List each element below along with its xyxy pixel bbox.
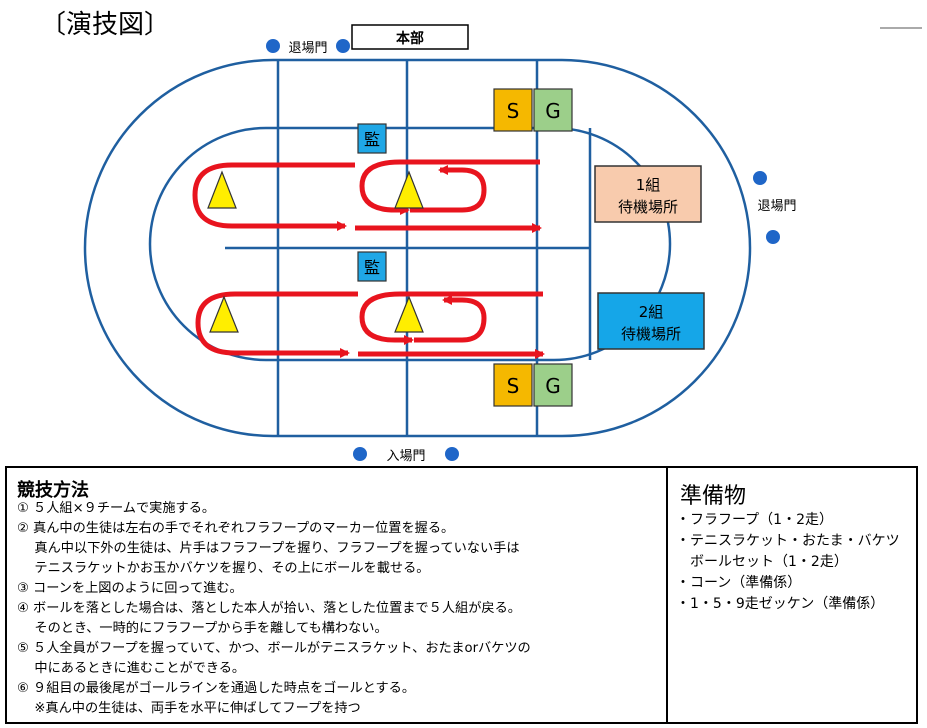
rule-line: ③ コーンを上図のように回って進む。 bbox=[17, 581, 243, 596]
route-arrow bbox=[414, 295, 487, 343]
waiting-area-2-line-2: 待機場所 bbox=[621, 325, 681, 343]
gate-dot bbox=[353, 447, 367, 461]
rule-line: ※真ん中の生徒は、両手を水平に伸ばしてフープを持つ bbox=[17, 701, 361, 716]
start-box-bottom bbox=[493, 363, 533, 407]
rule-line: ⑤ ５人全員がフープを握っていて、かつ、ボールがテニスラケット、おたまorバケツ… bbox=[17, 641, 531, 656]
page-title: 〔演技図〕 bbox=[40, 10, 171, 40]
equipment-item: ・コーン（準備係） bbox=[676, 575, 802, 591]
outer-track bbox=[83, 58, 752, 438]
start-label-bottom: S bbox=[507, 374, 520, 398]
goal-label-bottom: G bbox=[545, 374, 561, 398]
cone-icon bbox=[394, 295, 424, 333]
field-diagram: 本部 退場門 退場門 入場門 S G S G 監 監 1組 待機場所 2組 待機… bbox=[83, 24, 922, 464]
route-arrows-bottom bbox=[195, 291, 545, 359]
rule-line: ④ ボールを落とした場合は、落とした本人が拾い、落とした位置まで５人組が戻る。 bbox=[17, 601, 521, 616]
waiting-area-1-line-2: 待機場所 bbox=[618, 198, 678, 216]
cone-icon bbox=[394, 170, 424, 209]
waiting-area-1 bbox=[594, 165, 702, 223]
rule-line: ② 真ん中の生徒は左右の手でそれぞれフラフープのマーカー位置を握る。 bbox=[17, 521, 455, 536]
route-arrow bbox=[192, 162, 355, 231]
route-arrow bbox=[410, 165, 487, 213]
waiting-area-2 bbox=[597, 292, 705, 350]
gate-dot bbox=[445, 447, 459, 461]
equipment-item: ・テニスラケット・おたま・バケツ bbox=[676, 533, 900, 549]
rule-line: 中にあるときに進むことができる。 bbox=[17, 661, 246, 676]
rule-line: 真ん中以下外の生徒は、片手はフラフープを握り、フラフープを握っていない手は bbox=[17, 541, 520, 556]
cone-icon bbox=[207, 170, 237, 209]
waiting-area-1-line-1: 1組 bbox=[636, 176, 661, 194]
waiting-area-2-line-1: 2組 bbox=[639, 303, 664, 321]
exit-gate-right-label: 退場門 bbox=[757, 199, 796, 214]
gate-dot bbox=[766, 230, 780, 244]
exit-gate-top-label: 退場門 bbox=[288, 41, 327, 56]
rules-heading: 競技方法 bbox=[17, 480, 89, 501]
headquarters-box bbox=[351, 24, 469, 50]
supervisor-box-bottom bbox=[357, 251, 387, 282]
entrance-gate-label: 入場門 bbox=[386, 449, 425, 464]
route-arrows-top bbox=[192, 159, 542, 233]
route-arrow bbox=[359, 159, 540, 215]
rules-panel: 競技方法 ① ５人組×９チームで実施する。 ② 真ん中の生徒は左右の手でそれぞれ… bbox=[5, 466, 668, 724]
inner-track bbox=[148, 126, 672, 362]
rule-line: そのとき、一時的にフラフープから手を離しても構わない。 bbox=[17, 621, 388, 636]
goal-box-top bbox=[533, 88, 573, 132]
goal-box-bottom bbox=[533, 363, 573, 407]
supervisor-label-bottom: 監 bbox=[364, 258, 380, 277]
rule-line: ⑥ ９組目の最後尾がゴールラインを通過した時点をゴールとする。 bbox=[17, 681, 416, 696]
start-label-top: S bbox=[507, 99, 520, 123]
equipment-item: ボールセット（1・2走） bbox=[676, 554, 848, 570]
equipment-item: ・1・5・9走ゼッケン（準備係） bbox=[676, 596, 885, 612]
supervisor-label-top: 監 bbox=[364, 130, 380, 149]
goal-label-top: G bbox=[545, 99, 561, 123]
route-arrow bbox=[195, 291, 358, 358]
gate-dot bbox=[266, 39, 280, 53]
route-arrow bbox=[359, 291, 543, 345]
equipment-item: ・フラフープ（1・2走） bbox=[676, 512, 833, 528]
cone-icon bbox=[209, 295, 239, 333]
equipment-heading: 準備物 bbox=[680, 484, 747, 509]
gate-dot bbox=[336, 39, 350, 53]
rule-line: テニスラケットかお玉かバケツを握り、その上にボールを載せる。 bbox=[17, 561, 430, 576]
supervisor-box-top bbox=[357, 123, 387, 154]
equipment-panel: 準備物 ・フラフープ（1・2走） ・テニスラケット・おたま・バケツ ボールセット… bbox=[668, 466, 918, 724]
start-box-top bbox=[493, 88, 533, 132]
rule-line: ① ５人組×９チームで実施する。 bbox=[17, 501, 216, 516]
headquarters-label: 本部 bbox=[396, 30, 424, 47]
gate-dot bbox=[753, 171, 767, 185]
